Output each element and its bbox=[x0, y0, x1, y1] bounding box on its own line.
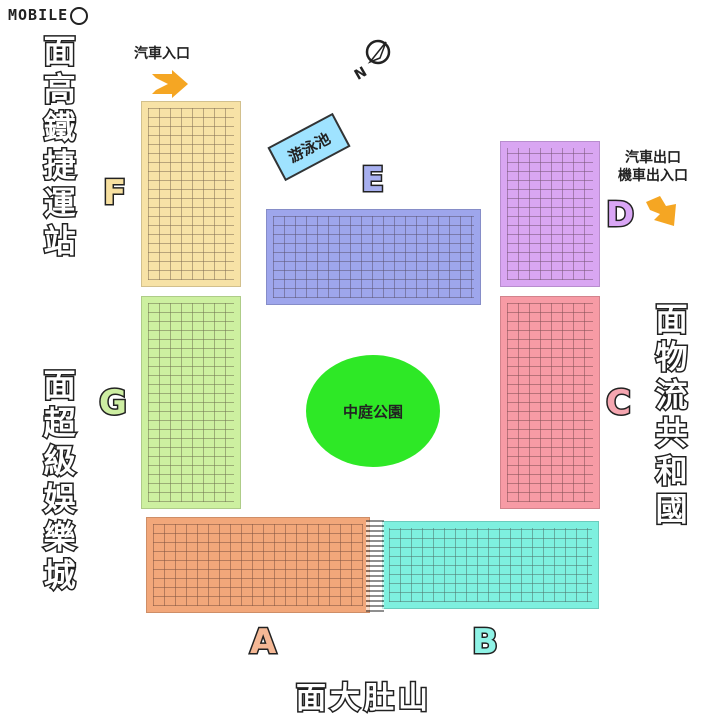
building-g-label: G bbox=[98, 382, 129, 425]
building-c bbox=[500, 296, 600, 509]
logo-ring-icon bbox=[70, 6, 89, 25]
building-d-label: D bbox=[604, 194, 635, 237]
building-g bbox=[141, 296, 241, 509]
direction-entertainment-city: 面超級娛樂城 bbox=[37, 367, 78, 598]
pool-label: 游泳池 bbox=[285, 128, 334, 166]
logo-text: MOBILE bbox=[8, 6, 69, 24]
building-e bbox=[266, 209, 481, 305]
car-exit-label: 汽車出口 機車出入口 bbox=[618, 150, 688, 185]
direction-hsr-station: 面高鐵捷運站 bbox=[37, 33, 78, 264]
building-e-label: E bbox=[359, 159, 385, 202]
courtyard-park: 中庭公園 bbox=[306, 355, 440, 467]
park-label: 中庭公園 bbox=[342, 402, 403, 421]
building-a-label: A bbox=[248, 621, 277, 664]
mobile01-logo: MOBILE bbox=[8, 6, 89, 25]
walkway bbox=[366, 520, 384, 612]
car-exit-line1: 汽車出口 bbox=[625, 150, 681, 166]
compass-north-label: N bbox=[352, 64, 370, 84]
car-entrance-arrow-icon bbox=[152, 70, 188, 98]
direction-logistics-republic: 面物流共和國 bbox=[649, 301, 690, 532]
building-f bbox=[141, 101, 241, 287]
car-exit-line2: 機車出入口 bbox=[618, 167, 688, 184]
swimming-pool: 游泳池 bbox=[267, 112, 351, 182]
building-d bbox=[500, 141, 600, 287]
building-a bbox=[146, 517, 370, 613]
compass-icon: N bbox=[352, 39, 391, 84]
car-exit-arrow-icon bbox=[646, 196, 676, 226]
direction-dadu-mountain: 面大肚山 bbox=[295, 680, 432, 718]
building-f-label: F bbox=[101, 172, 127, 215]
car-entrance-label: 汽車入口 bbox=[134, 46, 190, 62]
building-b bbox=[382, 521, 599, 609]
building-b-label: B bbox=[471, 621, 500, 664]
building-c-label: C bbox=[605, 382, 633, 425]
